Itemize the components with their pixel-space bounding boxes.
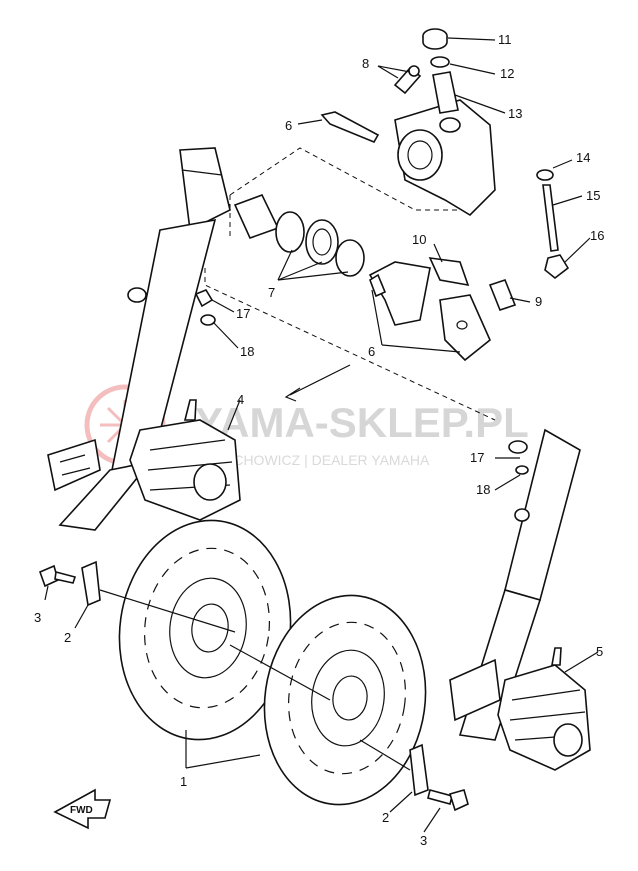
bolt-part-3-left xyxy=(38,564,77,588)
callout-18-left: 18 xyxy=(240,344,254,359)
callout-6-lower: 6 xyxy=(368,344,375,359)
washer-part-17-right xyxy=(508,440,528,454)
callout-17-right: 17 xyxy=(470,450,484,465)
washer-part-18-right xyxy=(515,465,529,475)
o-ring-part-12 xyxy=(430,56,450,68)
watermark-subline: CIECHOWICZ | DEALER YAMAHA xyxy=(210,452,430,468)
pad-spring-part-10 xyxy=(428,257,470,287)
callout-2-left: 2 xyxy=(64,630,71,645)
callout-12: 12 xyxy=(500,66,514,81)
callout-11: 11 xyxy=(498,32,512,47)
cap-part-11 xyxy=(422,28,448,50)
exploded-view-outline xyxy=(204,147,496,421)
bolt-part-6-upper xyxy=(320,111,380,144)
fwd-label: FWD xyxy=(70,805,93,816)
lock-plate-part-2-left xyxy=(81,560,101,607)
watermark: YAMA-SKLEP.PL CIECHOWICZ | DEALER YAMAHA xyxy=(84,384,529,468)
sleeve-part-13 xyxy=(432,71,459,114)
washer-part-17-left xyxy=(194,289,214,308)
callout-8: 8 xyxy=(362,56,369,71)
callout-3-left: 3 xyxy=(34,610,41,625)
callout-17-left: 17 xyxy=(236,306,250,321)
lock-plate-part-2-right xyxy=(409,743,429,797)
brake-disc-right xyxy=(263,594,427,806)
washer-part-14 xyxy=(536,169,554,181)
brake-pads-part-6 xyxy=(368,261,491,362)
right-fork-leg xyxy=(449,428,581,741)
leader-lines xyxy=(44,37,599,833)
callout-16: 16 xyxy=(590,228,604,243)
callout-1: 1 xyxy=(180,774,187,789)
washer-part-18-left xyxy=(200,314,216,326)
callout-2-right: 2 xyxy=(382,810,389,825)
caliper-body-exploded xyxy=(394,99,496,217)
callout-3-right: 3 xyxy=(420,833,427,848)
caliper-assembly-part-4 xyxy=(129,399,241,521)
caliper-assembly-part-5 xyxy=(497,647,591,771)
assembly-pointer xyxy=(284,364,351,402)
nut-part-16 xyxy=(544,254,570,280)
callout-labels: 11 12 13 8 6 14 15 16 10 9 7 6 17 18 4 1… xyxy=(34,32,604,848)
pad-clip-part-9 xyxy=(488,279,517,311)
callout-14: 14 xyxy=(576,150,590,165)
bolt-part-3-right xyxy=(427,789,469,812)
callout-6-upper: 6 xyxy=(285,118,292,133)
callout-9: 9 xyxy=(535,294,542,309)
callout-5: 5 xyxy=(596,644,603,659)
callout-18-right: 18 xyxy=(476,482,490,497)
bleed-screw-part-8 xyxy=(393,65,422,95)
fwd-arrow-icon: FWD xyxy=(53,788,112,830)
callout-15: 15 xyxy=(586,188,600,203)
callout-7: 7 xyxy=(268,285,275,300)
watermark-brand: YAMA-SKLEP.PL xyxy=(195,399,529,446)
pistons-seals-part-7 xyxy=(233,193,365,277)
callout-10: 10 xyxy=(412,232,426,247)
callout-4: 4 xyxy=(237,392,244,407)
callout-13: 13 xyxy=(508,106,522,121)
bolt-part-15 xyxy=(542,184,559,252)
